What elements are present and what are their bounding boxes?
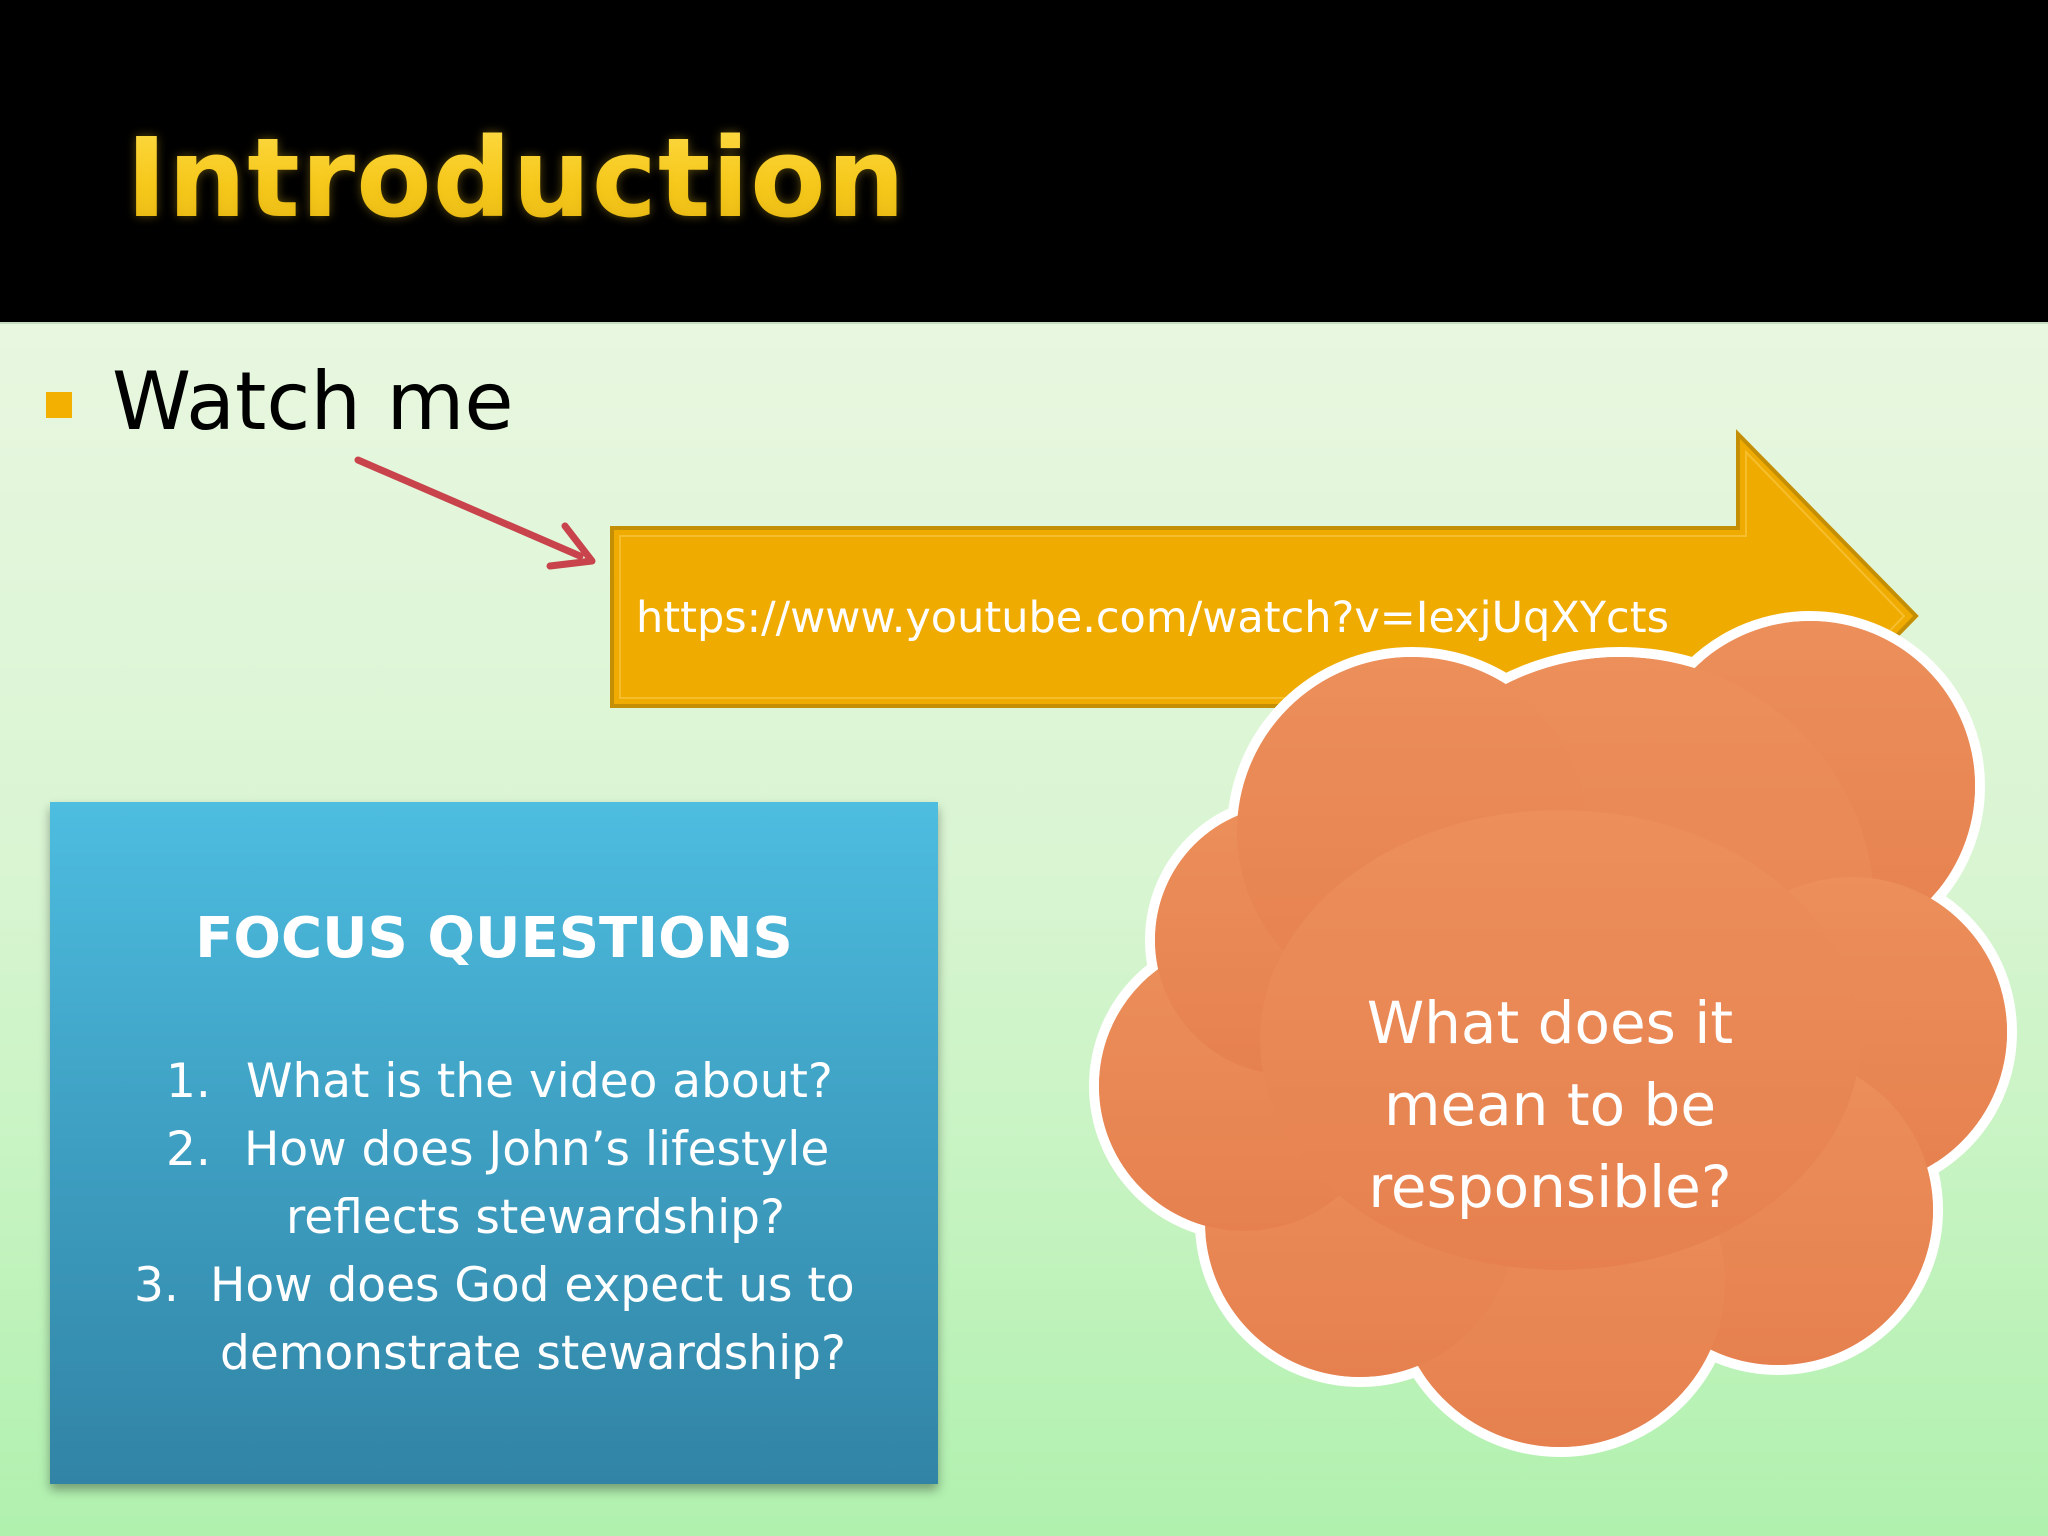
- question-number: 1.: [166, 1054, 211, 1109]
- question-number: 2.: [166, 1122, 211, 1177]
- question-text: How does John’s lifestyle: [244, 1122, 830, 1177]
- focus-questions-box: FOCUS QUESTIONS 1. What is the video abo…: [50, 802, 938, 1484]
- bullet-square-icon: [46, 392, 72, 418]
- cloud-line-2: mean to be: [1383, 1071, 1717, 1139]
- title-bar: Introduction: [0, 0, 2048, 320]
- question-text: What is the video about?: [246, 1054, 833, 1109]
- bullet-text: Watch me: [112, 355, 514, 448]
- slide-title: Introduction: [126, 108, 906, 248]
- cloud-line-1: What does it: [1366, 989, 1734, 1057]
- question-text-continued: reflects stewardship?: [286, 1190, 785, 1245]
- question-text-continued: demonstrate stewardship?: [220, 1326, 846, 1381]
- question-number: 3.: [134, 1258, 179, 1313]
- cloud-line-3: responsible?: [1368, 1153, 1732, 1221]
- focus-title: FOCUS QUESTIONS: [195, 906, 793, 971]
- question-text: How does God expect us to: [210, 1258, 855, 1313]
- video-link[interactable]: https://www.youtube.com/watch?v=IexjUqXY…: [636, 593, 1669, 643]
- cloud-question: What does it mean to be responsible?: [1290, 982, 1810, 1228]
